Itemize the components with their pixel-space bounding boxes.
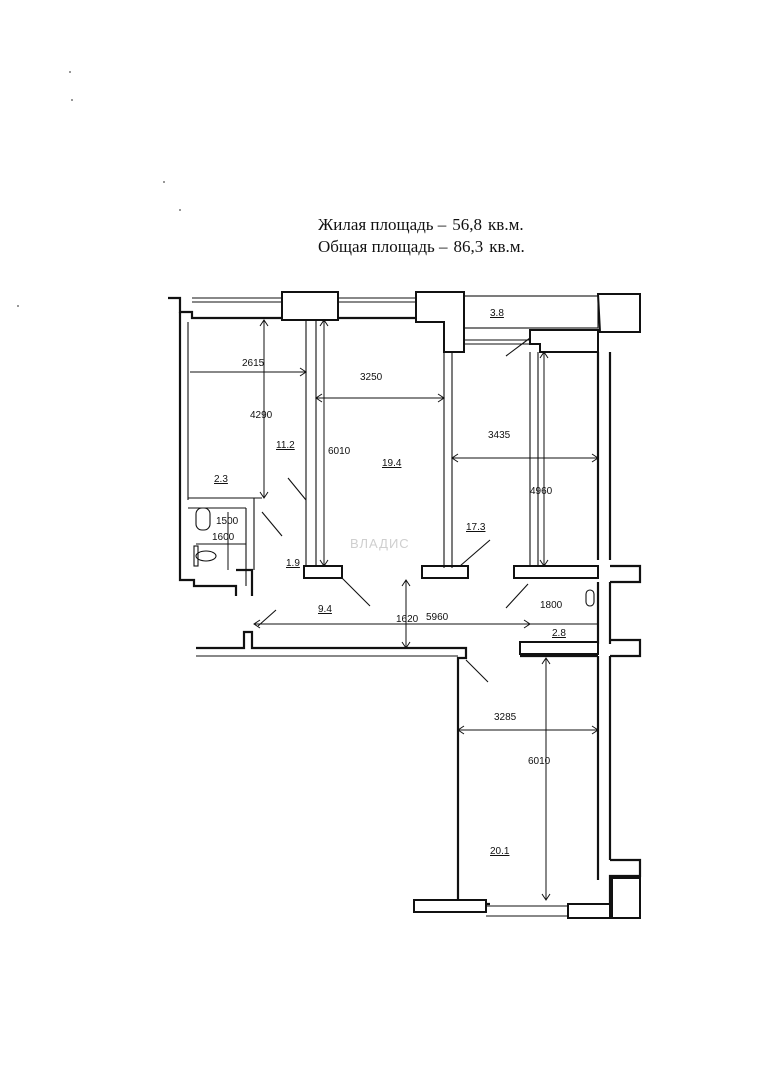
dim-label: 3435 [488,430,511,441]
wall-pillar [596,293,641,333]
wall-pillar [303,565,343,579]
living-area-unit: кв.м. [488,215,524,234]
wall-pillar [529,329,599,353]
total-area-row: Общая площадь – 86,3 кв.м. [318,236,531,258]
wall-pillar [519,641,599,655]
wall-segment [168,296,282,320]
arrow-icon [253,619,261,629]
watermark: ВЛАДИС [350,536,410,551]
arrow-icon [457,725,465,735]
room-area-living-left: 11.2 [276,440,295,451]
door-swing [261,511,283,537]
wall-pillar [415,291,465,353]
dim-label: 2615 [242,358,265,369]
dim-label: 6010 [328,446,351,457]
door-swing [505,583,529,609]
dim-label: 3285 [494,712,517,723]
wall-pillar [567,903,611,919]
dimension-lines [190,319,599,901]
arrow-icon [319,559,329,567]
arrow-icon [591,725,599,735]
arrow-icon [539,351,549,359]
arrow-icon [259,491,269,499]
dim-label: 5960 [426,612,449,623]
door-swing [257,609,277,627]
door-swing [459,539,491,567]
balcony-outline [463,295,599,329]
boiler-icon [585,589,595,607]
wall-segment [178,312,238,596]
total-area-label: Общая площадь – [318,237,448,256]
living-area-row: Жилая площадь – 56,8 кв.м. [318,214,531,236]
door-swing [287,477,307,501]
dim-label: 3250 [360,372,383,383]
dim-label: 4960 [530,486,553,497]
arrow-icon [451,453,459,463]
door-swing [505,337,531,357]
arrow-icon [315,393,323,403]
wall-segment [610,638,642,658]
room-area-labels: 11.2 19.4 17.3 20.1 2.3 1.9 9.4 3.8 2.8 [214,308,566,857]
room-area-wc: 1.9 [286,558,300,569]
room-area-corridor: 9.4 [318,604,332,615]
dim-label: 6010 [528,756,551,767]
total-area-unit: кв.м. [489,237,525,256]
room-area-living-center: 19.4 [382,458,402,469]
arrow-icon [541,657,551,665]
room-area-storage: 2.8 [552,628,566,639]
living-area-label: Жилая площадь – [318,215,447,234]
interior-walls [188,320,599,683]
dim-label: 1800 [540,600,563,611]
arrow-icon [299,367,307,377]
total-area-value: 86,3 [453,237,484,256]
scan-speck [71,99,73,101]
scan-speck [163,181,165,183]
arrow-icon [541,893,551,901]
exterior-walls [168,291,642,919]
room-area-living-bottom: 20.1 [490,846,510,857]
dim-label: 1620 [396,614,419,625]
wall-pillar [413,899,487,913]
wall-pillar [281,291,339,321]
arrow-icon [401,641,411,649]
toilet-icon [195,550,217,562]
arrow-icon [319,319,329,327]
arrow-icon [591,453,599,463]
door-swing [465,659,489,683]
arrow-icon [523,619,531,629]
room-area-bath: 2.3 [214,474,228,485]
bathtub-icon [195,507,211,531]
arrow-icon [437,393,445,403]
room-area-living-right: 17.3 [466,522,486,533]
wall-pillar [421,565,469,579]
wall-segment [236,568,254,596]
dimension-labels: 2615 3250 4290 6010 3435 4960 1500 1600 … [212,358,563,767]
area-summary: Жилая площадь – 56,8 кв.м. Общая площадь –… [318,214,531,258]
arrow-icon [539,559,549,567]
dim-label: 4290 [250,410,273,421]
scan-speck [17,305,19,307]
toilet-tank-icon [193,545,199,567]
wall-segment [610,564,642,584]
wall-segment [196,630,468,904]
room-area-balcony: 3.8 [490,308,504,319]
bathroom-fixtures [193,507,595,607]
wall-pillar [611,877,641,919]
scan-speck [179,209,181,211]
dim-label: 1500 [216,516,239,527]
scan-speck [69,71,71,73]
wall-pillar [513,565,599,579]
arrow-icon [259,319,269,327]
door-swing [341,577,371,607]
living-area-value: 56,8 [452,215,483,234]
dim-label: 1600 [212,532,235,543]
arrow-icon [401,579,411,587]
